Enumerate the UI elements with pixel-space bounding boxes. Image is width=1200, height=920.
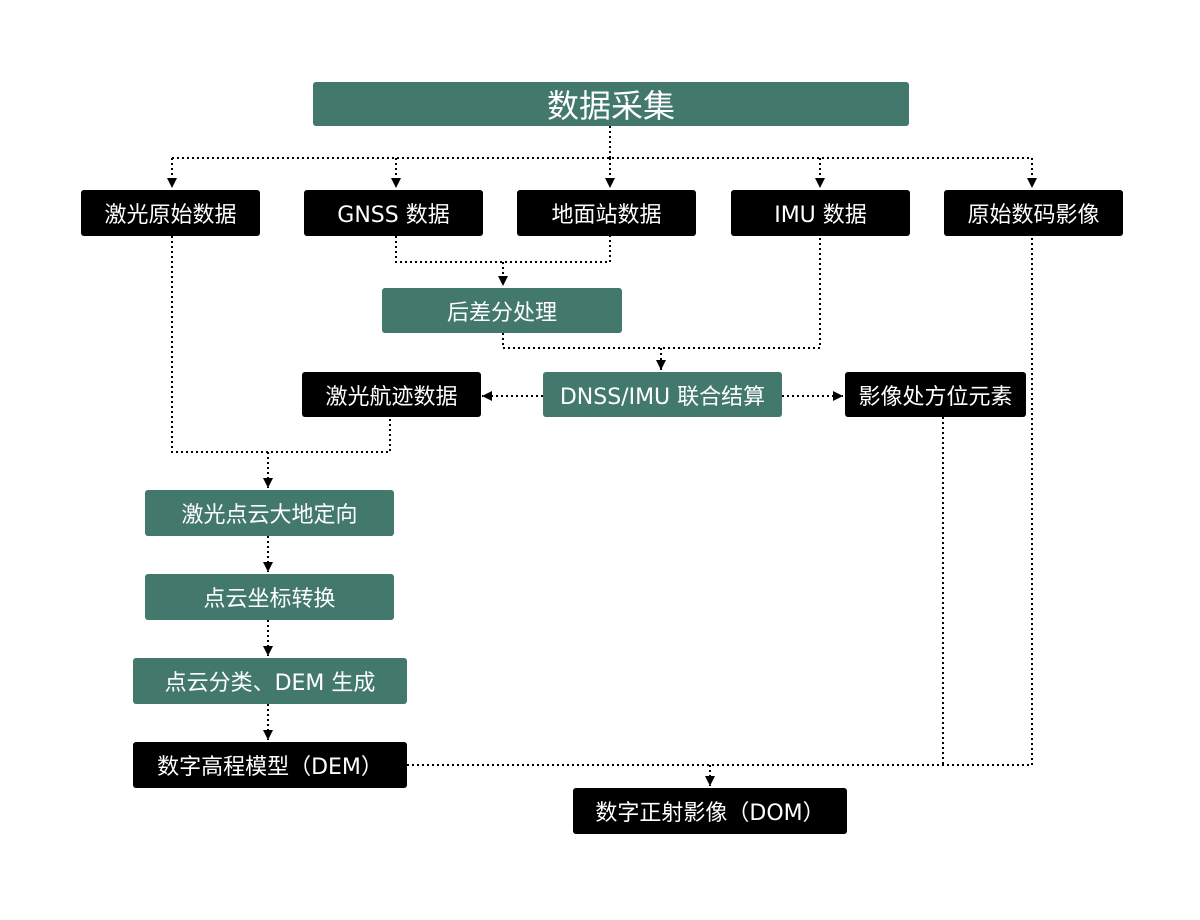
node-laser-raw-data: 激光原始数据 — [81, 190, 260, 236]
node-gnss-data: GNSS 数据 — [304, 190, 483, 236]
node-dem: 数字高程模型（DEM） — [133, 742, 407, 788]
node-dom: 数字正射影像（DOM） — [573, 788, 847, 834]
node-exterior-orientation: 影像处方位元素 — [845, 372, 1026, 417]
node-joint-solution: DNSS/IMU 联合结算 — [543, 372, 782, 417]
node-point-cloud-classification: 点云分类、DEM 生成 — [133, 658, 407, 704]
node-laser-track-data: 激光航迹数据 — [302, 372, 481, 417]
node-ground-station-data: 地面站数据 — [517, 190, 696, 236]
link-gnss-merge — [395, 236, 611, 263]
node-imu-data: IMU 数据 — [731, 190, 910, 236]
node-point-cloud-coordinate-transform: 点云坐标转换 — [145, 574, 394, 620]
link-laser-raw-merge — [171, 236, 391, 453]
node-point-cloud-georeference: 激光点云大地定向 — [145, 490, 394, 536]
node-raw-digital-image: 原始数码影像 — [944, 190, 1123, 236]
node-data-collection: 数据采集 — [313, 82, 909, 126]
node-post-differential: 后差分处理 — [382, 288, 622, 333]
link-dem-dom — [407, 236, 1033, 766]
